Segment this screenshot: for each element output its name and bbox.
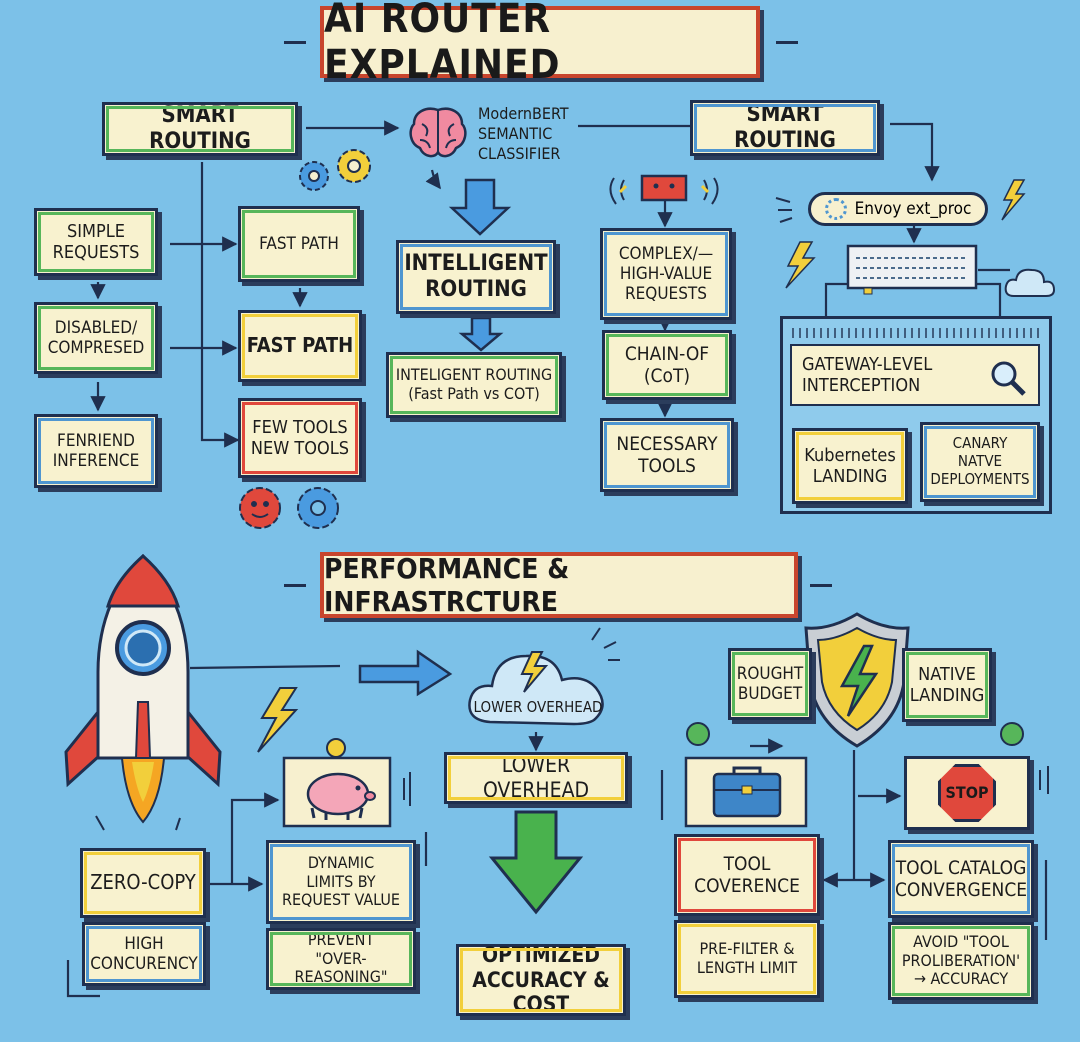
server-rack-icon xyxy=(846,244,978,295)
section-dash-right xyxy=(810,584,832,587)
lower-overhead-box: LOWER OVERHEAD xyxy=(444,752,628,804)
coin-icon-2 xyxy=(686,722,710,746)
lower-overhead-cloud-label: LOWER OVERHEAD xyxy=(473,698,603,716)
dynamic-limits-box: DYNAMIC LIMITS BY REQUEST VALUE xyxy=(266,840,416,924)
stop-panel: STOP xyxy=(904,756,1030,830)
fenriend-inference-box: FENRIEND INFERENCE xyxy=(34,414,158,488)
native-landing-box: NATIVE LANDING xyxy=(902,648,992,722)
rought-budget-box: ROUGHT BUDGET xyxy=(728,648,812,720)
smart-routing-right-box: SMART ROUTING xyxy=(690,100,880,156)
chain-of-box: CHAIN-OF (CoT) xyxy=(602,330,732,400)
blue-down-arrow-2 xyxy=(458,316,504,352)
avoid-proliferation-box: AVOID "TOOL PROLIBERATION' → ACCURACY xyxy=(888,922,1034,1000)
line-trunk xyxy=(200,162,240,448)
magnifier-icon xyxy=(991,361,1026,396)
title-dash-left xyxy=(284,41,306,44)
gear-icon-2 xyxy=(239,487,339,529)
toolbox-icon xyxy=(684,756,808,828)
prevent-over-reasoning-box: PREVENT "OVER-REASONING" xyxy=(266,928,416,990)
lightning-icon-3 xyxy=(257,687,299,753)
kubernetes-landing-box: Kubernetes LANDING xyxy=(792,428,908,504)
tool-catalog-box: TOOL CATALOG CONVERGENCE xyxy=(888,840,1034,918)
green-down-arrow xyxy=(488,810,584,915)
intelligent-routing-box: INTELLIGENT ROUTING xyxy=(396,240,556,314)
tool-coverence-box: TOOL COVERENCE xyxy=(674,834,820,916)
blue-down-arrow-1 xyxy=(448,178,512,236)
gateway-panel-hatch xyxy=(792,328,1040,338)
fast-path-box-1: FAST PATH xyxy=(238,206,360,282)
blue-right-arrow xyxy=(358,649,453,697)
stop-sign-icon: STOP xyxy=(938,764,996,822)
brain-icon xyxy=(409,107,467,158)
gear-icon xyxy=(299,149,371,191)
classifier-label: ModernBERT SEMANTIC CLASSIFIER xyxy=(478,104,569,163)
line-rocket-cloud xyxy=(189,664,341,670)
canary-deployments-box: CANARY NATVE DEPLOYMENTS xyxy=(920,422,1040,502)
arrow-smart2-down xyxy=(890,122,940,182)
envoy-label: Envoy ext_proc xyxy=(854,199,972,219)
few-tools-box: FEW TOOLS NEW TOOLS xyxy=(238,398,362,478)
necessary-tools-box: NECESSARY TOOLS xyxy=(600,418,734,492)
envoy-gear-icon xyxy=(824,198,847,220)
page-title: AI ROUTER EXPLAINED xyxy=(320,0,760,88)
shield-icon xyxy=(804,612,910,748)
gateway-interception-box: GATEWAY-LEVEL INTERCEPTION xyxy=(790,344,1040,406)
intelligent-routing-detail-box: INTELIGENT ROUTING (Fast Path vs COT) xyxy=(386,352,562,418)
title-dash-right xyxy=(776,41,798,44)
rocket-icon xyxy=(64,553,222,824)
cloud-icon xyxy=(1004,268,1056,297)
zero-copy-box: ZERO-COPY xyxy=(80,848,206,918)
arrow-brain-small xyxy=(425,169,441,190)
optimized-accuracy-box: OPTIMIZED ACCURACY & COST xyxy=(456,943,626,1016)
bracket-left xyxy=(66,960,100,998)
section-title: PERFORMANCE & INFRASTRCTURE xyxy=(320,552,798,618)
simple-requests-box: SIMPLE REQUESTS xyxy=(34,208,158,276)
disabled-compressed-box: DISABLED/ COMPRESED xyxy=(34,302,158,374)
lightning-icon xyxy=(1001,179,1026,221)
fast-path-box-2: FAST PATH xyxy=(238,310,362,382)
router-chip-icon xyxy=(609,174,719,205)
arrow-zero-piggy xyxy=(230,792,280,884)
pre-filter-box: PRE-FILTER & LENGTH LIMIT xyxy=(674,920,820,998)
section-dash-left xyxy=(284,584,306,587)
smart-routing-left-box: SMART ROUTING xyxy=(102,102,298,156)
cloud-icon-2 xyxy=(468,651,604,726)
coin-icon-3 xyxy=(1000,722,1024,746)
piggy-bank-icon xyxy=(282,738,392,828)
coin-icon xyxy=(326,738,346,758)
lightning-icon-2 xyxy=(785,241,816,289)
envoy-ext-proc-pill: Envoy ext_proc xyxy=(808,192,988,226)
complex-requests-box: COMPLEX/— HIGH-VALUE REQUESTS xyxy=(600,228,732,320)
high-concurrency-box: HIGH CONCURENCY xyxy=(82,922,206,986)
